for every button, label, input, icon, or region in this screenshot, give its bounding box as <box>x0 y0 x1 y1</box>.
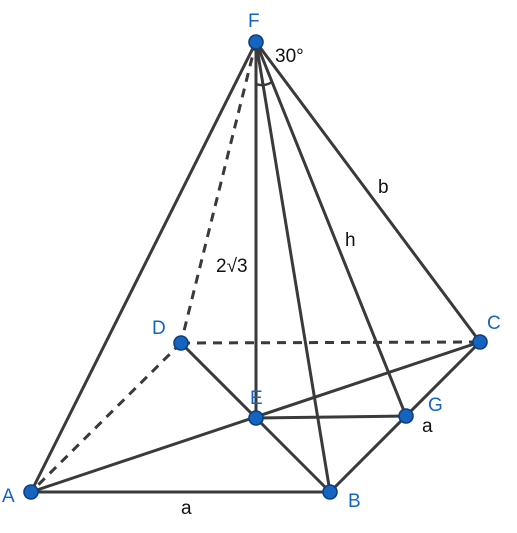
apex-angle-label: 30° <box>275 46 304 67</box>
edge-eb <box>254 416 332 494</box>
height-label: 2√3 <box>216 256 248 277</box>
vertex-c <box>472 334 488 350</box>
slant-height-label: h <box>345 230 356 251</box>
measurement-labels: 30° b h 2√3 a a <box>181 46 433 519</box>
edge-fg <box>254 40 408 418</box>
apex-angle-arc <box>255 80 273 87</box>
edge-fc <box>254 40 482 344</box>
edge-fb <box>254 40 332 494</box>
vertex-g <box>398 408 414 424</box>
vertices <box>23 34 488 500</box>
edge-dc <box>180 340 481 345</box>
label-g: G <box>428 395 443 416</box>
point-labels: F D C E G A B <box>2 11 501 512</box>
lateral-edge-label: b <box>378 177 389 198</box>
ab-length-label: a <box>181 498 192 519</box>
label-f: F <box>248 11 260 32</box>
label-a: A <box>2 486 15 507</box>
label-e: E <box>250 388 263 409</box>
vertex-d <box>173 335 189 351</box>
edge-eg <box>254 414 408 420</box>
label-c: C <box>487 313 501 334</box>
edge-fa <box>29 40 258 494</box>
label-b: B <box>348 491 361 512</box>
vertex-f <box>248 34 264 50</box>
vertex-e <box>248 410 264 426</box>
vertex-b <box>322 484 338 500</box>
edge-da <box>29 341 183 494</box>
vertex-a <box>23 484 39 500</box>
bc-length-label: a <box>422 416 433 437</box>
edges <box>29 40 482 494</box>
label-d: D <box>152 318 166 339</box>
edge-fd <box>179 41 258 344</box>
edge-de <box>179 341 258 420</box>
